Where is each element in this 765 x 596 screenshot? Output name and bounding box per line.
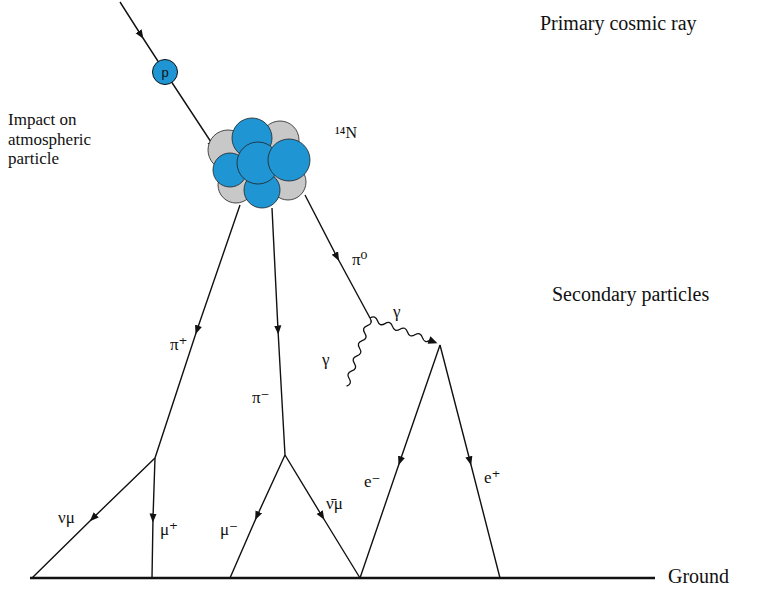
particle-label: γ — [322, 350, 330, 370]
particle-label: γ — [393, 302, 401, 322]
antineutrino-track — [285, 455, 360, 578]
pion-minus-track — [272, 208, 285, 455]
note-label: Impact on atmospheric particle — [8, 110, 120, 169]
photon-wave — [344, 317, 372, 387]
particle-label: π⁰ — [352, 250, 367, 270]
pion-zero-track — [305, 195, 370, 318]
proton-sphere — [268, 139, 310, 181]
proton-circle: p — [152, 59, 178, 85]
electron-track — [360, 345, 440, 578]
nucleus-label: ¹⁴N — [335, 124, 357, 142]
particle-label: μ⁺ — [160, 520, 178, 540]
ground-line — [30, 577, 655, 580]
positron-track — [440, 345, 500, 578]
particle-label: π⁺ — [170, 335, 188, 355]
heading-label: Ground — [668, 565, 729, 588]
muon-minus-track — [230, 455, 285, 578]
particle-symbol: p — [161, 66, 168, 79]
particle-label: μ⁻ — [220, 520, 238, 540]
particle-label: e⁺ — [484, 468, 501, 488]
neutrino-track — [32, 458, 155, 578]
photon-arrowhead — [428, 336, 439, 347]
particle-label: e⁻ — [364, 472, 381, 492]
nitrogen-nucleus — [208, 118, 310, 208]
particle-label: π⁻ — [252, 388, 270, 408]
particle-label: νμ — [58, 508, 75, 528]
muon-plus-track — [152, 458, 155, 578]
heading-label: Secondary particles — [552, 283, 709, 306]
heading-label: Primary cosmic ray — [540, 12, 697, 35]
particle-label: ν̄μ — [326, 494, 343, 514]
pion-plus-track — [155, 205, 240, 458]
